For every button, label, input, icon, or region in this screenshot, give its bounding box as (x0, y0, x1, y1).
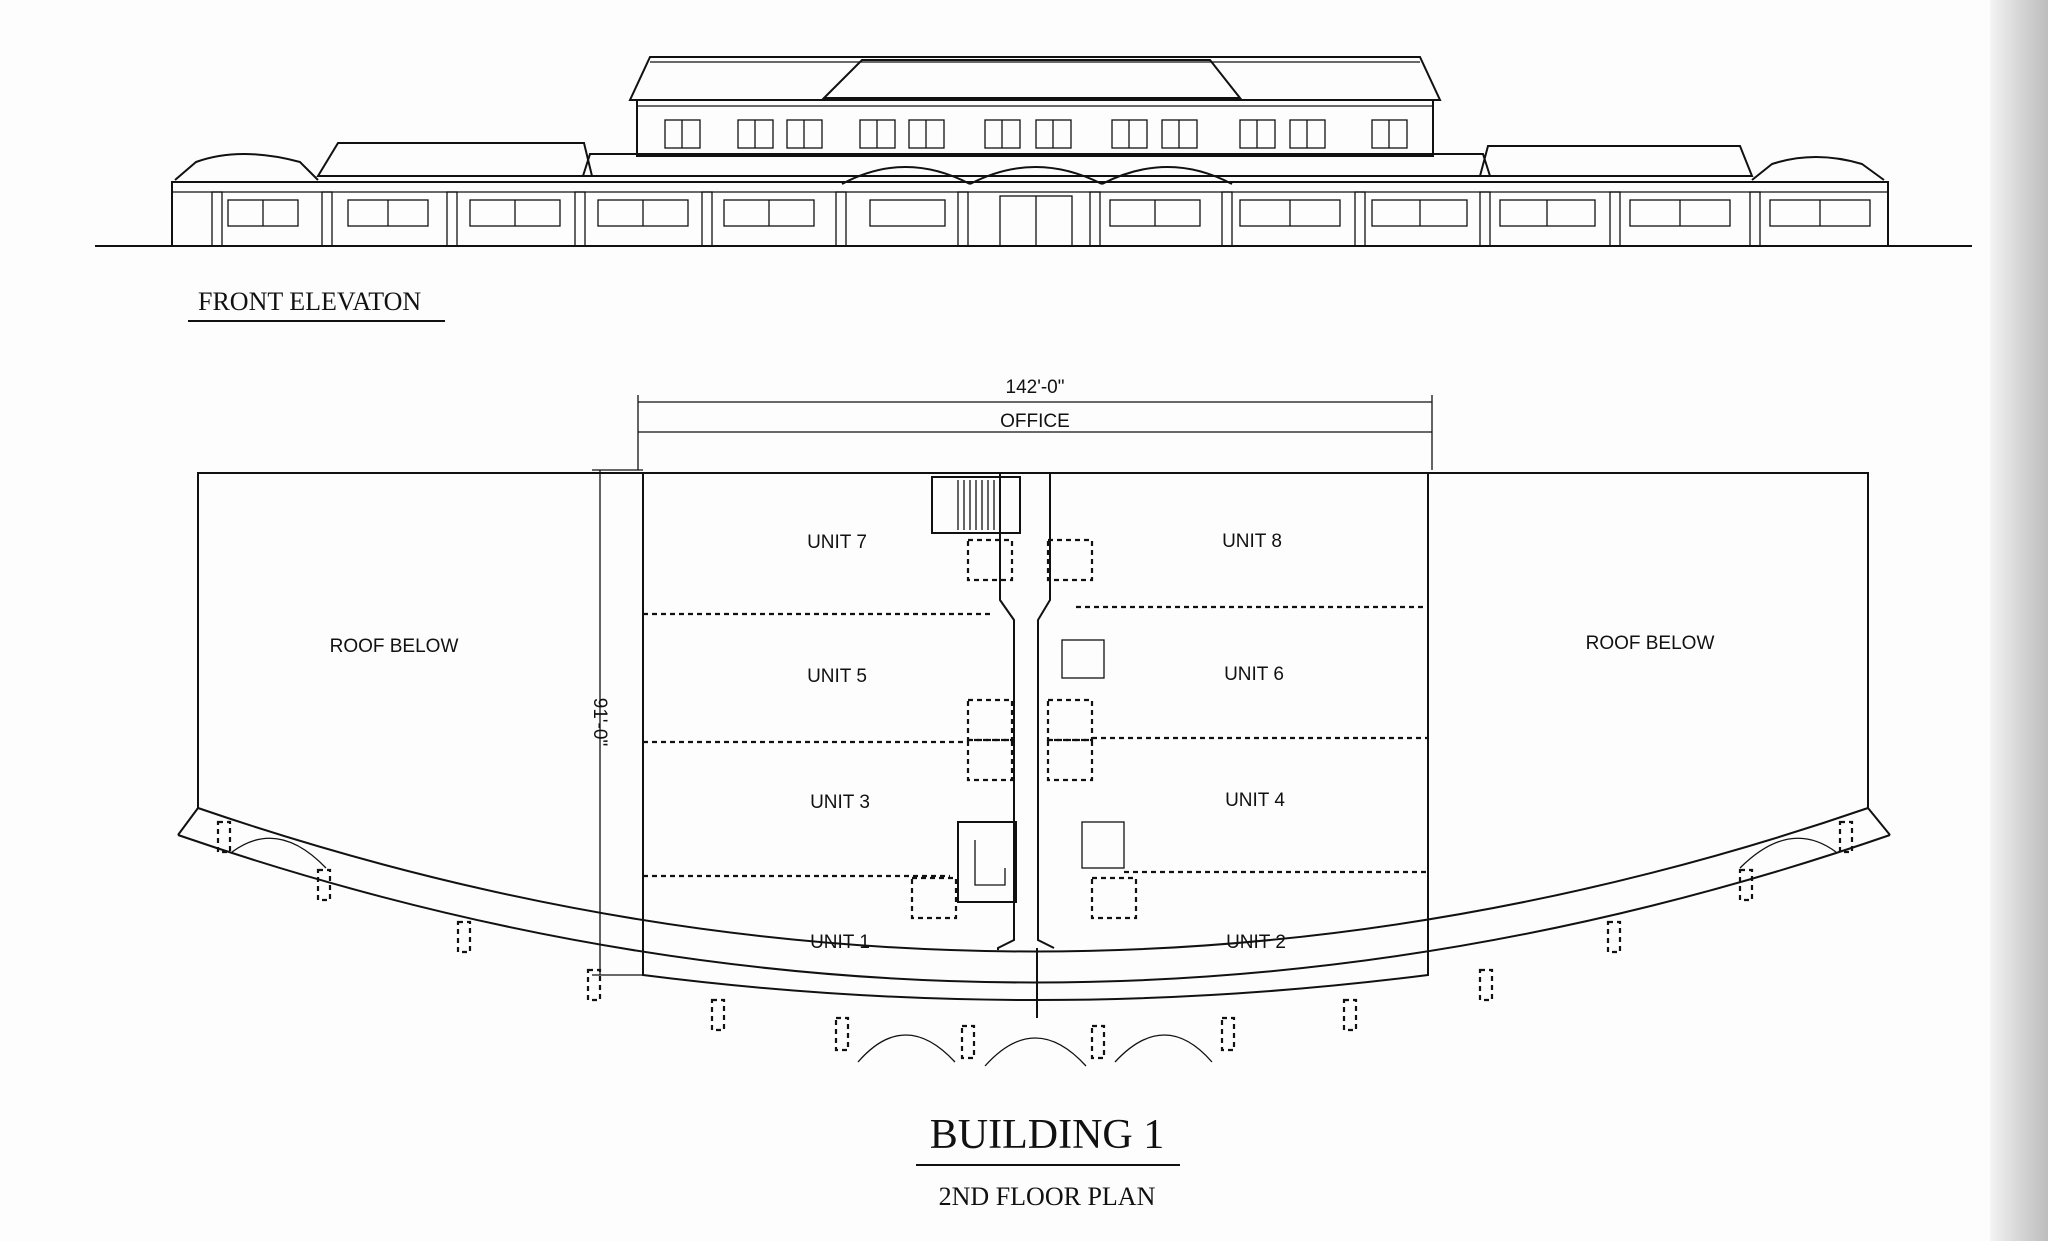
plan-subtitle: 2ND FLOOR PLAN (939, 1182, 1156, 1211)
front-elevation: FRONT ELEVATON (95, 56, 1972, 322)
restrooms (910, 538, 1138, 920)
office-label: OFFICE (1000, 411, 1070, 432)
colonnade-arches (231, 837, 1837, 1067)
unit-6-label: UNIT 6 (1224, 664, 1284, 685)
corridor-walls (997, 473, 1055, 950)
stair-top (931, 476, 1021, 534)
left-end-roof (174, 153, 319, 181)
right-end-roof (1751, 156, 1885, 181)
unit-3-label: UNIT 3 (810, 792, 870, 813)
columns (211, 191, 1761, 247)
roof-outline (197, 472, 1869, 953)
unit-4-label: UNIT 4 (1225, 790, 1285, 811)
left-wing-roof (316, 142, 594, 177)
outer-colonnade-edge (177, 834, 1891, 984)
pilaster-marks (216, 820, 1854, 1060)
unit-2-label: UNIT 2 (1226, 932, 1286, 953)
title-block: BUILDING 1 2ND FLOOR PLAN (916, 1112, 1180, 1211)
roof-below-left: ROOF BELOW (330, 636, 459, 657)
unit-8-label: UNIT 8 (1222, 531, 1282, 552)
unit-5-label: UNIT 5 (807, 666, 867, 687)
width-dimension: 142'-0" (1006, 377, 1065, 398)
unit-1-label: UNIT 1 (810, 932, 870, 953)
depth-dimension: 91'-0" (589, 698, 610, 746)
elevation-title: FRONT ELEVATON (198, 287, 421, 316)
stair-bottom (957, 821, 1017, 903)
center-pediment (821, 59, 1243, 99)
building-title: BUILDING 1 (930, 1112, 1164, 1158)
unit-7-label: UNIT 7 (807, 532, 867, 553)
floor-plan: 142'-0" OFFICE (177, 377, 1891, 1067)
arch-left (841, 166, 971, 185)
upper-roof (628, 56, 1442, 101)
storefront-windows (227, 195, 1871, 247)
office-block (642, 473, 1429, 1001)
right-wing-roof (1478, 145, 1754, 177)
upper-windows (664, 119, 1408, 149)
scan-edge-shadow (1990, 0, 2048, 1241)
arch-right (1101, 166, 1233, 185)
main-canopy (581, 153, 1492, 177)
elevator (1081, 821, 1125, 869)
arch-center (969, 166, 1103, 185)
roof-below-right: ROOF BELOW (1586, 633, 1715, 654)
